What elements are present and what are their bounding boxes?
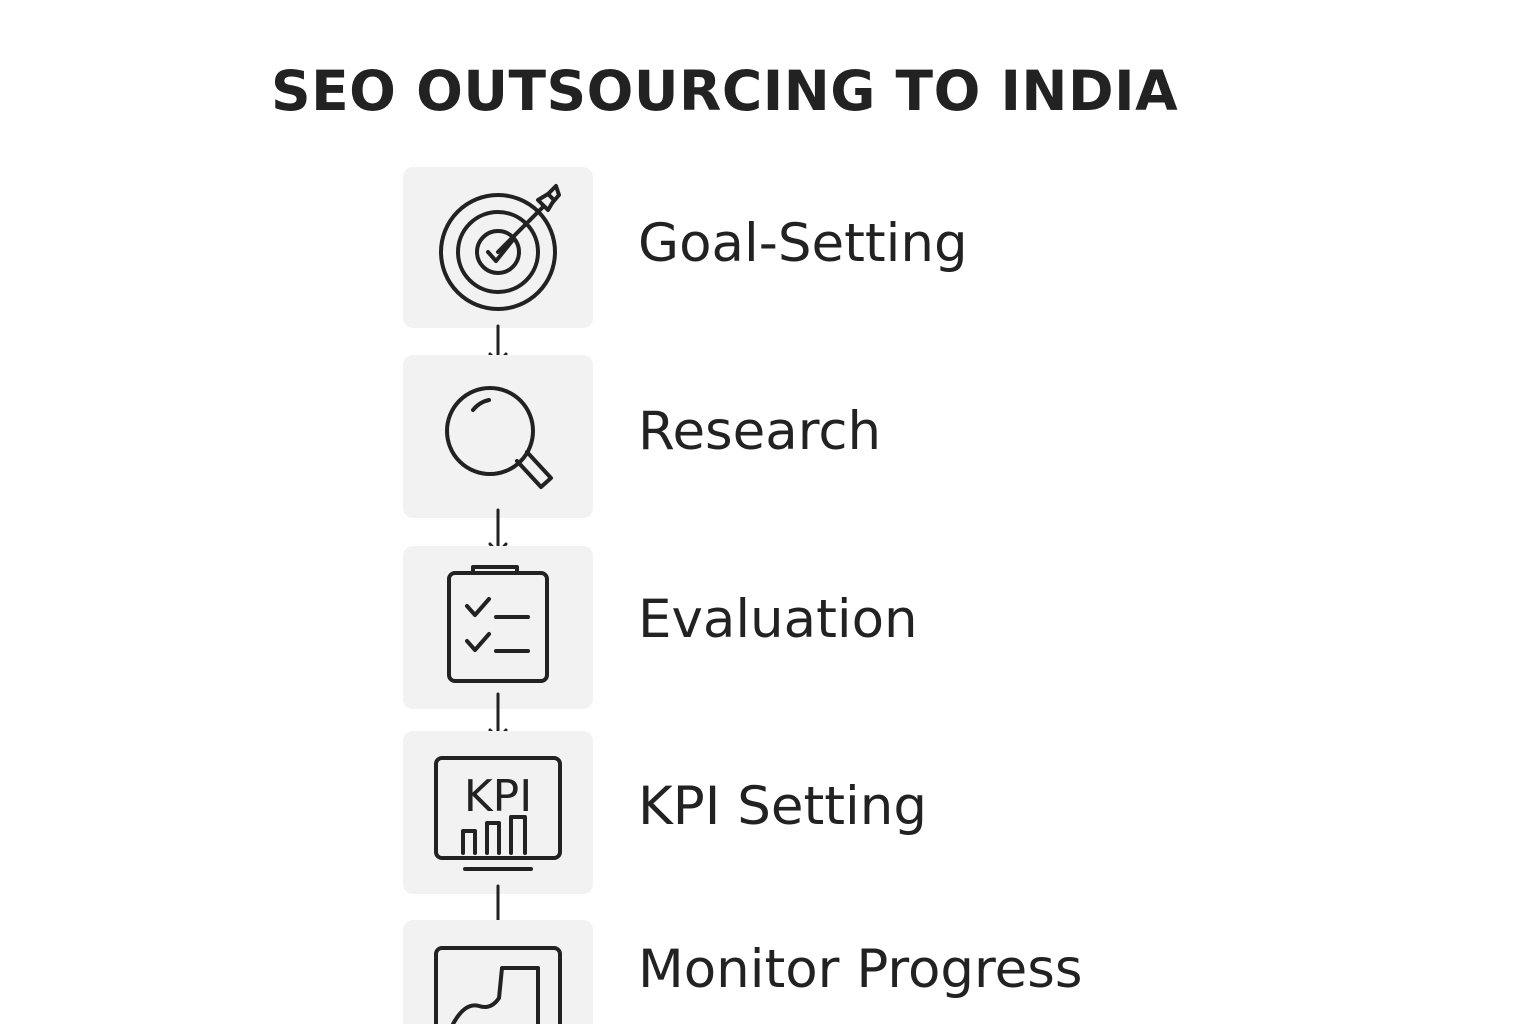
step-label-goal-setting: Goal-Setting	[638, 213, 968, 274]
step-tile-monitor-progress	[403, 920, 593, 1024]
diagram-title: SEO OUTSOURCING TO INDIA	[271, 59, 1179, 123]
step-label-kpi-setting: KPI Setting	[638, 776, 927, 837]
kpi-icon-text: KPI	[464, 771, 532, 822]
magnifier-icon	[445, 386, 553, 489]
step-tile-goal-setting	[403, 167, 593, 328]
step-label-research: Research	[638, 401, 882, 462]
step-label-monitor-progress: Monitor Progress	[638, 939, 1083, 1000]
step-label-evaluation: Evaluation	[638, 589, 918, 650]
kpi-monitor-icon: KPI	[434, 756, 562, 871]
target-icon	[439, 184, 561, 311]
chart-monitor-icon	[434, 946, 562, 1024]
step-tile-research	[403, 355, 593, 518]
step-tile-kpi-setting: KPI	[403, 731, 593, 894]
checklist-icon	[447, 565, 549, 683]
step-tile-evaluation	[403, 546, 593, 709]
